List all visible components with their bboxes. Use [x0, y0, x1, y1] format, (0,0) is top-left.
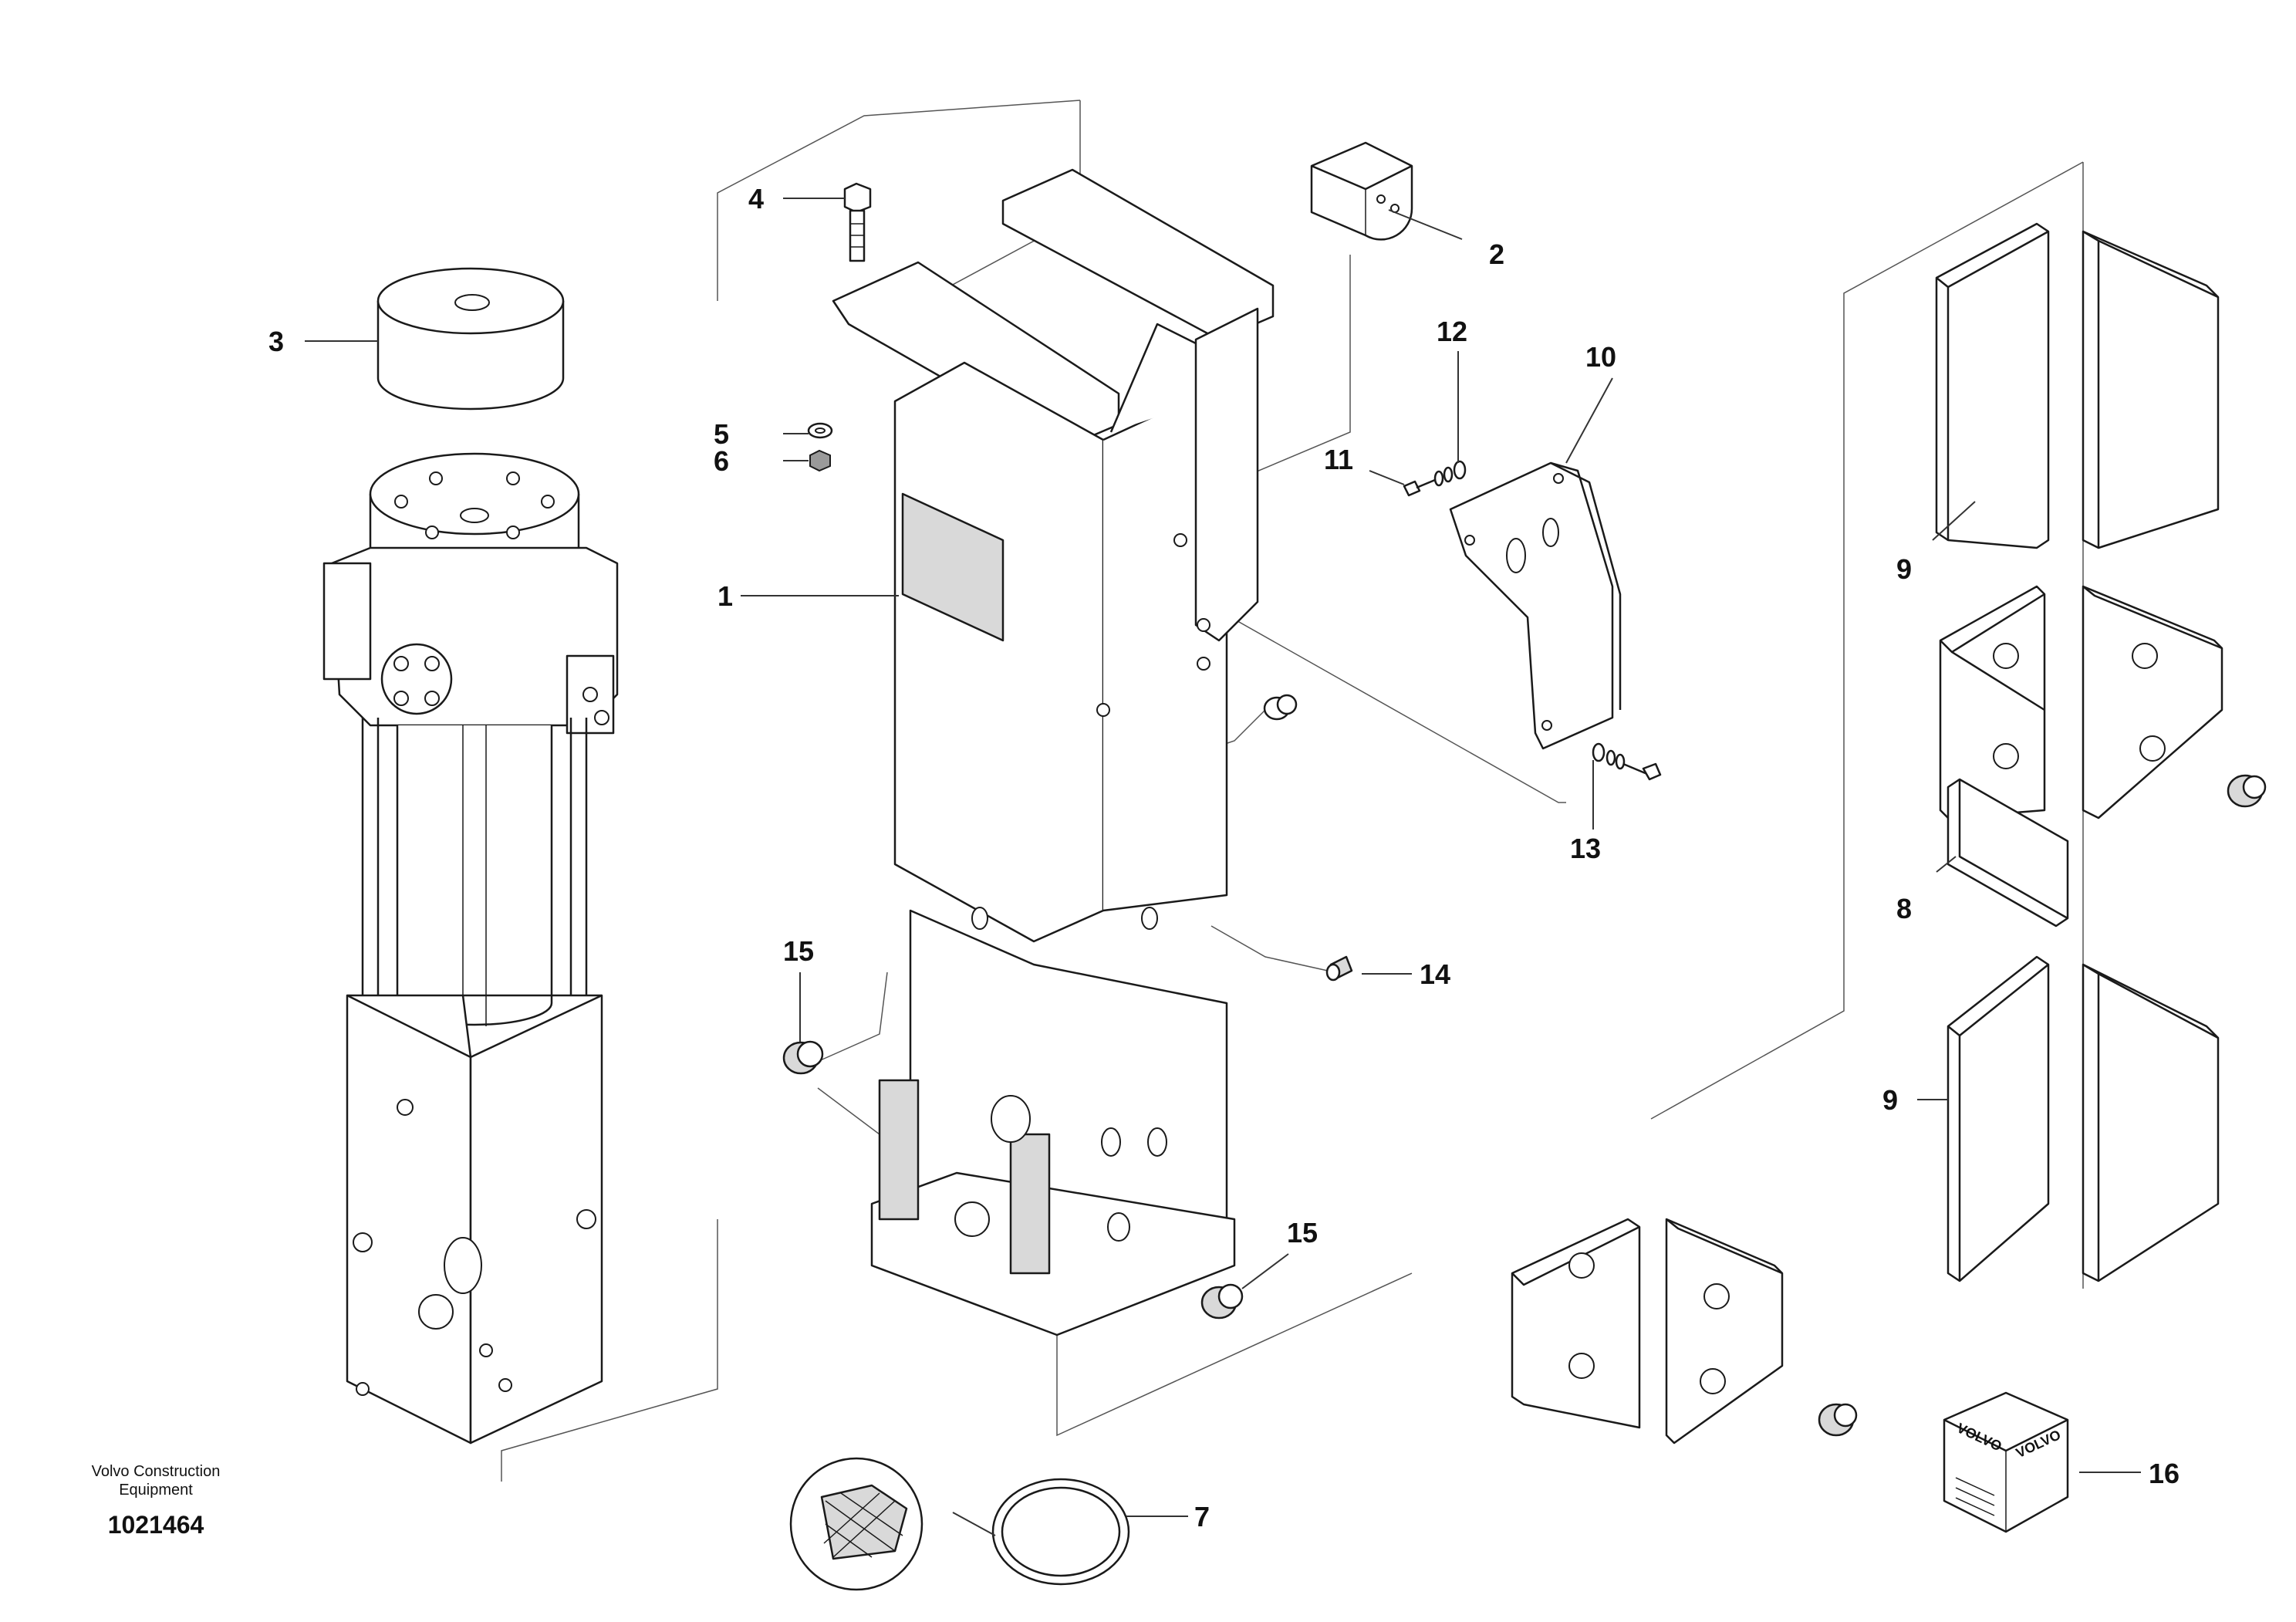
callout-5: 5 — [714, 418, 729, 450]
clamp-bracket-lower — [1511, 1218, 1858, 1445]
brand-line-1: Volvo Construction — [91, 1463, 221, 1480]
leader-lines — [305, 198, 2141, 1536]
side-bracket-part — [1449, 461, 1622, 750]
wear-plates-lower — [1947, 955, 2220, 1282]
cap-disc-part — [376, 267, 565, 411]
plug-part-14 — [1325, 955, 1353, 982]
shim-plate-part — [1947, 778, 2069, 928]
main-housing-part — [832, 168, 1275, 1336]
callout-8: 8 — [1896, 893, 1912, 924]
brand-line-2: Equipment — [119, 1482, 193, 1499]
screw-set-lower — [1592, 742, 1662, 781]
screw-set-upper — [1403, 460, 1467, 497]
callout-7: 7 — [1194, 1501, 1210, 1532]
callouts: 1 2 3 4 5 6 7 8 9 9 10 11 12 13 14 15 15… — [268, 183, 2180, 1532]
explosion-lines — [501, 100, 2084, 1482]
callout-12: 12 — [1437, 316, 1467, 347]
plug-part-15-lower — [1200, 1283, 1244, 1320]
wear-plates-upper — [1935, 222, 2220, 549]
callout-16: 16 — [2149, 1458, 2180, 1489]
parts-box-part: VOLVO VOLVO — [1943, 1391, 2069, 1533]
callout-3: 3 — [268, 326, 284, 357]
callout-11: 11 — [1324, 444, 1353, 475]
seal-section-detail — [789, 1457, 923, 1591]
callout-15b: 15 — [1287, 1217, 1318, 1249]
washer-part — [807, 422, 833, 439]
footer-brand: Volvo Construction Equipment — [71, 1462, 241, 1499]
illustration-id: 1021464 — [107, 1511, 204, 1539]
hammer-cylinder-assembly — [322, 452, 619, 1445]
callout-4: 4 — [748, 183, 764, 215]
nut-part — [809, 449, 831, 472]
callout-10: 10 — [1585, 341, 1616, 373]
bolt-part — [843, 182, 872, 262]
callout-2: 2 — [1489, 238, 1504, 270]
callout-1: 1 — [718, 580, 733, 612]
callout-6: 6 — [714, 445, 729, 477]
wedge-block-part — [1310, 141, 1413, 241]
callout-13: 13 — [1570, 833, 1601, 864]
callout-15a: 15 — [783, 935, 814, 967]
callout-9a: 9 — [1896, 553, 1912, 585]
plug-center — [1263, 694, 1298, 721]
callout-9b: 9 — [1882, 1084, 1898, 1116]
clamp-bracket-middle — [1939, 585, 2267, 819]
callout-14: 14 — [1420, 958, 1450, 990]
seal-ring-part — [991, 1478, 1130, 1586]
plug-part-15-upper — [782, 1040, 824, 1075]
